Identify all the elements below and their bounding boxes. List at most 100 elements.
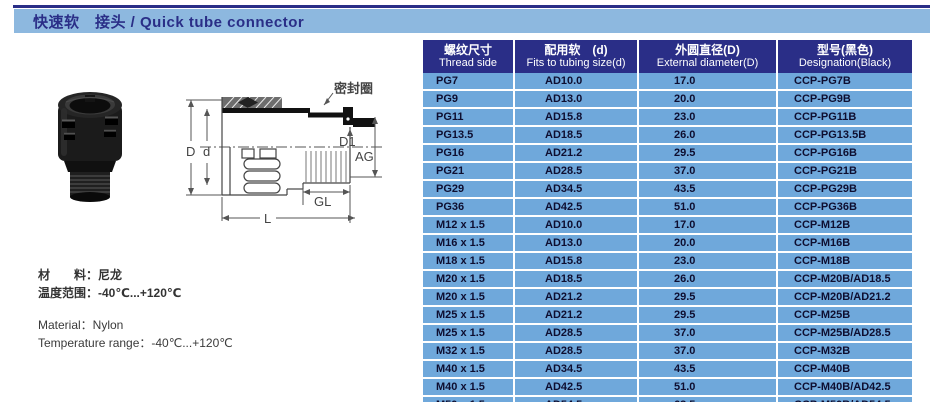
connector-photo-image [58, 92, 122, 202]
table-cell: CCP-PG36B [776, 198, 912, 217]
table-cell: AD21.2 [513, 144, 638, 163]
table-cell: M20 x 1.5 [423, 288, 514, 307]
table-cell: 37.0 [637, 324, 777, 343]
table-cell: AD18.5 [513, 126, 638, 145]
product-photo [50, 88, 135, 208]
table-cell: M20 x 1.5 [423, 270, 514, 289]
table-cell: M40 x 1.5 [423, 360, 514, 379]
page-title: 快速软 接头 / Quick tube connector [33, 13, 305, 31]
table-cell: 17.0 [637, 73, 777, 91]
table-cell: PG13.5 [423, 126, 514, 145]
dim-D1-label: D1 [339, 134, 356, 149]
seal-ring-label: 密封圈 [333, 81, 373, 96]
dim-d-label: d [203, 144, 210, 159]
table-cell: PG11 [423, 108, 514, 127]
table-cell: CCP-PG9B [776, 90, 912, 109]
table-cell: 37.0 [637, 342, 777, 361]
material-zh: 材 料：尼龙 [38, 268, 123, 282]
table-cell: AD21.2 [513, 306, 638, 325]
table-cell: AD18.5 [513, 270, 638, 289]
table-cell: CCP-M40B/AD42.5 [776, 378, 912, 397]
dim-L-label: L [264, 211, 271, 226]
table-cell: PG7 [423, 73, 514, 91]
table-cell: 43.5 [637, 360, 777, 379]
table-cell: 43.5 [637, 180, 777, 199]
table-cell: M25 x 1.5 [423, 324, 514, 343]
table-cell: M50 x 1.5 [423, 396, 514, 402]
table-cell: 29.5 [637, 144, 777, 163]
material-en: Material：Nylon [38, 318, 124, 332]
temp-range-en: Temperature range：-40℃...+120℃ [38, 336, 233, 350]
table-cell: PG9 [423, 90, 514, 109]
table-cell: AD21.2 [513, 288, 638, 307]
table-cell: CCP-PG11B [776, 108, 912, 127]
temp-range-zh: 温度范围：-40℃...+120℃ [38, 286, 182, 300]
table-cell: CCP-M20B/AD18.5 [776, 270, 912, 289]
table-cell: CCP-PG29B [776, 180, 912, 199]
table-cell: CCP-PG13.5B [776, 126, 912, 145]
table-cell: CCP-M25B/AD28.5 [776, 324, 912, 343]
table-cell: 26.0 [637, 126, 777, 145]
table-cell: AD34.5 [513, 360, 638, 379]
table-cell: M32 x 1.5 [423, 342, 514, 361]
table-cell: PG29 [423, 180, 514, 199]
table-cell: CCP-M40B [776, 360, 912, 379]
table-cell: CCP-PG16B [776, 144, 912, 163]
table-cell: 17.0 [637, 216, 777, 235]
table-cell: CCP-M50B/AD54.5 [776, 396, 912, 402]
table-cell: M40 x 1.5 [423, 378, 514, 397]
table-cell: AD10.0 [513, 73, 638, 91]
table-cell: AD42.5 [513, 198, 638, 217]
table-cell: AD13.0 [513, 90, 638, 109]
header-rule [13, 5, 930, 8]
table-cell: AD15.8 [513, 108, 638, 127]
table-cell: PG36 [423, 198, 514, 217]
table-cell: 51.0 [637, 198, 777, 217]
table-cell: CCP-M25B [776, 306, 912, 325]
table-cell: M12 x 1.5 [423, 216, 514, 235]
col-header-external-diameter: 外圆直径(D) External diameter(D) [637, 40, 777, 73]
table-cell: 63.5 [637, 396, 777, 402]
table-cell: 37.0 [637, 162, 777, 181]
material-info: 材 料：尼龙 温度范围：-40℃...+120℃ Material：Nylon … [38, 266, 233, 352]
table-cell: AD13.0 [513, 234, 638, 253]
table-cell: M16 x 1.5 [423, 234, 514, 253]
table-cell: 29.5 [637, 288, 777, 307]
table-cell: AD28.5 [513, 324, 638, 343]
table-cell: 26.0 [637, 270, 777, 289]
table-cell: 20.0 [637, 90, 777, 109]
table-cell: 20.0 [637, 234, 777, 253]
table-cell: AD42.5 [513, 378, 638, 397]
table-cell: M25 x 1.5 [423, 306, 514, 325]
dim-GL-label: GL [314, 194, 331, 209]
dim-AG-label: AG [355, 149, 374, 164]
table-cell: AD15.8 [513, 252, 638, 271]
table-cell: PG21 [423, 162, 514, 181]
table-cell: CCP-PG21B [776, 162, 912, 181]
cross-section-drawing: 密封圈 D [186, 81, 382, 226]
table-cell: CCP-M18B [776, 252, 912, 271]
table-cell: AD28.5 [513, 162, 638, 181]
technical-diagram: 密封圈 D [178, 73, 390, 273]
table-cell: CCP-M32B [776, 342, 912, 361]
col-header-tubing-size: 配用软 (d) Fits to tubing size(d) [513, 40, 638, 73]
table-cell: 29.5 [637, 306, 777, 325]
table-cell: CCP-M12B [776, 216, 912, 235]
table-cell: M18 x 1.5 [423, 252, 514, 271]
